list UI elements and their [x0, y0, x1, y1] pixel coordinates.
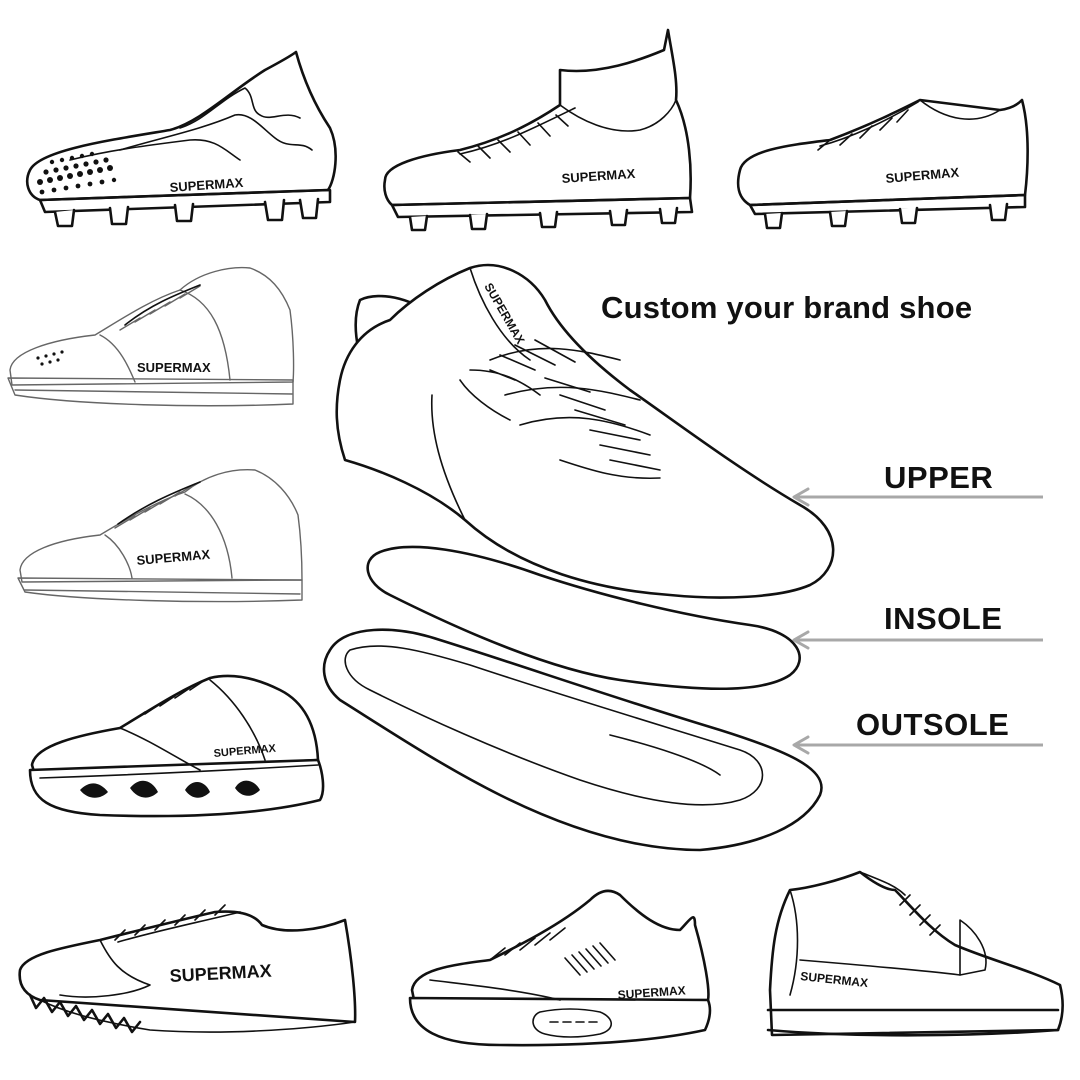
shoe-cleat-low: SUPERMAX — [736, 98, 1029, 230]
brand-label: SUPERMAX — [885, 165, 960, 186]
label-upper: UPPER — [884, 460, 994, 495]
shoe-low-court-2: SUPERMAX — [17, 469, 303, 603]
shoe-cleat-sock-pattern: SUPERMAX — [26, 50, 337, 228]
page-headline: Custom your brand shoe — [601, 290, 973, 325]
exploded-insole — [366, 545, 801, 691]
arrow-outsole — [792, 735, 1043, 755]
brand-label: SUPERMAX — [213, 743, 277, 760]
shoe-track-spike: SUPERMAX — [18, 904, 357, 1034]
exploded-upper: SUPERMAX — [335, 263, 835, 599]
brand-label: SUPERMAX — [136, 547, 211, 568]
shoe-chunky-runner: SUPERMAX — [28, 674, 325, 818]
arrow-upper — [792, 487, 1043, 507]
arrow-insole — [792, 630, 1043, 650]
exploded-outsole — [322, 628, 823, 852]
shoe-low-court: SUPERMAX — [7, 266, 295, 407]
brand-label: SUPERMAX — [617, 983, 686, 1002]
label-insole: INSOLE — [884, 601, 1003, 636]
brand-label: SUPERMAX — [169, 175, 244, 195]
shoe-basketball-high: SUPERMAX — [766, 870, 1064, 1037]
shoe-cleat-sock-laced: SUPERMAX — [383, 28, 694, 232]
brand-label: SUPERMAX — [561, 166, 636, 186]
brand-label: SUPERMAX — [137, 360, 211, 375]
label-outsole: OUTSOLE — [856, 707, 1010, 742]
shoe-air-runner: SUPERMAX — [408, 889, 712, 1047]
